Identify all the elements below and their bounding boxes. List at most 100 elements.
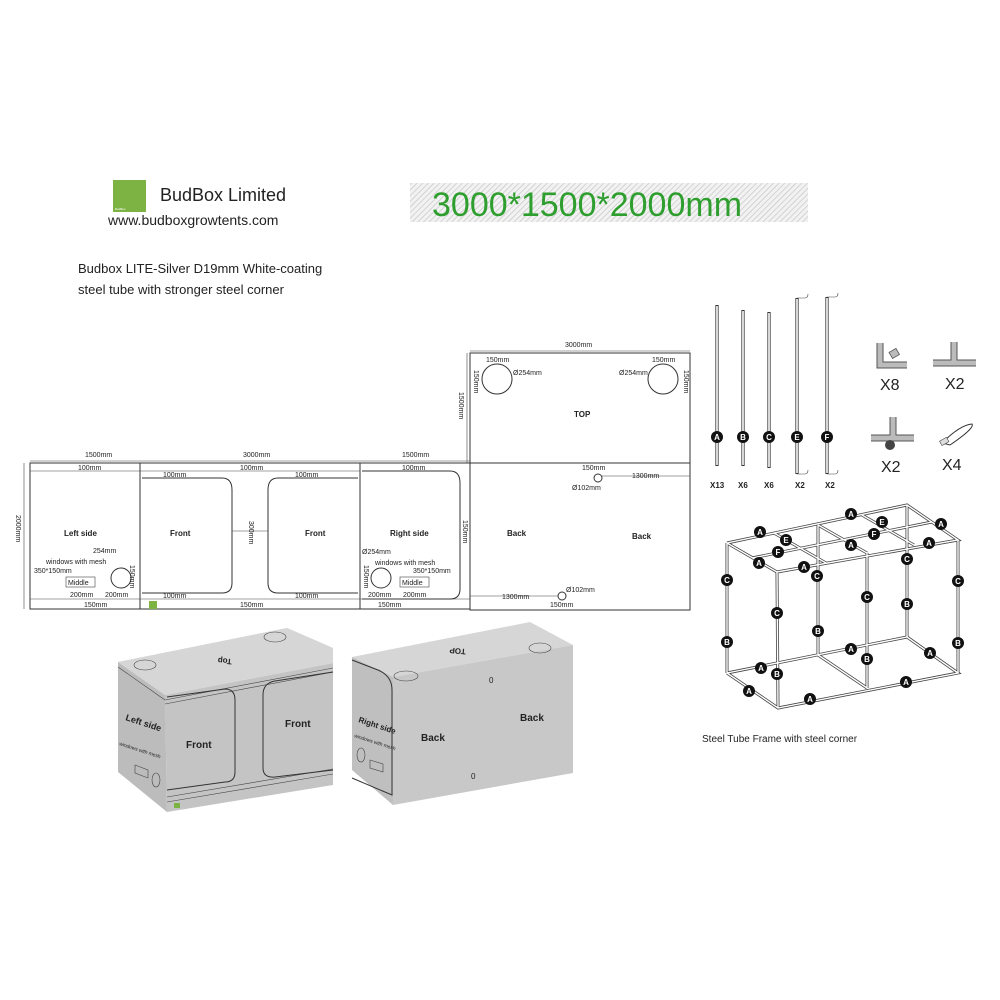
dim-front-tl: 100mm [163, 472, 187, 479]
corner-connector-qty: X8 [880, 377, 900, 394]
dim-top-d2: 150mm [472, 370, 479, 394]
title-banner [410, 183, 808, 222]
back-port-bottom [557, 591, 567, 601]
right-window-label: windows with mesh [374, 560, 435, 567]
svg-text:A: A [938, 520, 944, 529]
top-vent-circle-1 [481, 363, 513, 395]
cross-connector-qty: X2 [881, 459, 901, 476]
dim-left-width: 1500mm [85, 452, 112, 459]
left-window-size: 350*150mm [34, 568, 72, 575]
svg-text:B: B [864, 655, 870, 664]
dim-right-band-bottom: 150mm [378, 602, 402, 609]
dim-right-vent-edge: 150mm [362, 565, 369, 589]
dim-back-d-top: 150mm [582, 465, 606, 472]
dim-back-vent-top: Ø102mm [572, 485, 601, 492]
svg-text:B: B [774, 670, 780, 679]
left-vent-circle [110, 567, 132, 589]
green-marker [149, 601, 157, 609]
panel-label-left-side: Left side [64, 529, 97, 538]
box1-front-label-2: Front [285, 719, 311, 730]
strap-qty: X4 [942, 457, 962, 474]
frame-badges: A A A A A A A E E F F C C C C C C B B B … [721, 508, 964, 705]
tube-a-badge: A [711, 431, 723, 443]
dim-left-d2: 200mm [105, 592, 129, 599]
brand-url: www.budboxgrowtents.com [107, 212, 278, 228]
svg-text:A: A [714, 433, 720, 442]
box2-back-label-2: Back [520, 713, 544, 724]
strap-icon [939, 423, 973, 447]
right-vent-circle [370, 567, 392, 589]
box1-green-marker [174, 803, 180, 808]
svg-text:B: B [955, 639, 961, 648]
svg-text:A: A [848, 645, 854, 654]
tube-a-qty: X13 [710, 481, 725, 490]
svg-text:A: A [903, 678, 909, 687]
svg-text:A: A [757, 528, 763, 537]
dim-left-band-bottom: 150mm [84, 602, 108, 609]
svg-text:A: A [758, 664, 764, 673]
tube-c-badge: C [763, 431, 775, 443]
tube-f: F X2 [821, 292, 839, 490]
dim-right-edge: 150mm [461, 520, 468, 544]
panel-label-top: TOP [574, 410, 591, 419]
panel-label-front-1: Front [170, 529, 191, 538]
svg-text:A: A [848, 510, 854, 519]
dim-top-d4: 150mm [682, 370, 689, 394]
box2-back-label-1: Back [421, 733, 445, 744]
dim-top-vent-2: Ø254mm [619, 370, 648, 377]
svg-text:B: B [904, 600, 910, 609]
svg-text:C: C [814, 572, 820, 581]
svg-text:C: C [955, 577, 961, 586]
dim-top-d3: 150mm [652, 357, 676, 364]
tube-f-badge: F [821, 431, 833, 443]
svg-text:A: A [927, 649, 933, 658]
parts-tubes: A X13 B X6 C X6 E X2 F X2 [710, 292, 839, 490]
box2-top-vent-2 [528, 642, 552, 654]
svg-text:A: A [926, 539, 932, 548]
svg-text:A: A [848, 541, 854, 550]
svg-text:C: C [766, 433, 772, 442]
dim-front-bl: 100mm [163, 593, 187, 600]
svg-text:E: E [783, 536, 789, 545]
t-connector-icon [933, 342, 976, 367]
brand-name: BudBox Limited [160, 185, 286, 205]
box-view-back: TOP Right side windows with mesh Back Ba… [351, 622, 573, 805]
tube-c-qty: X6 [764, 481, 774, 490]
brand-header: BudBox BudBox Limited www.budboxgrowtent… [107, 180, 286, 228]
dim-top-d1: 150mm [486, 357, 510, 364]
dim-height: 2000mm [14, 515, 21, 542]
box-view-front: Top Front Front Left side windows with m… [117, 628, 334, 812]
tube-b-badge: B [737, 431, 749, 443]
dim-right-band-top: 100mm [402, 465, 426, 472]
parts-fittings: X8 X2 X2 X4 [871, 342, 976, 476]
box2-port-1: 0 [489, 676, 494, 685]
svg-text:F: F [872, 530, 877, 539]
box1-front-label-1: Front [186, 740, 212, 751]
tube-e-badge: E [791, 431, 803, 443]
dim-back-offset-top: 1300mm [632, 473, 659, 480]
tube-b-qty: X6 [738, 481, 748, 490]
svg-text:E: E [879, 518, 885, 527]
panel-label-back-1: Back [507, 529, 527, 538]
t-connector-qty: X2 [945, 376, 965, 393]
box2-top-vent-1 [393, 670, 419, 682]
page-title: 3000*1500*2000mm [432, 186, 742, 224]
tube-b: B X6 [737, 310, 749, 490]
left-window-label: windows with mesh [45, 559, 106, 566]
dim-front-band-bottom: 150mm [240, 602, 264, 609]
svg-text:A: A [746, 687, 752, 696]
dim-front-band-top: 100mm [240, 465, 264, 472]
panel-label-front-2: Front [305, 529, 326, 538]
dim-top-width: 3000mm [565, 342, 592, 349]
svg-text:C: C [864, 593, 870, 602]
dim-top-depth: 1500mm [457, 392, 464, 419]
box1-top-vent-1 [133, 659, 157, 671]
svg-text:E: E [794, 433, 800, 442]
left-middle-label: Middle [68, 580, 89, 587]
svg-text:B: B [740, 433, 746, 442]
top-vent-circle-2 [647, 363, 679, 395]
svg-text:A: A [807, 695, 813, 704]
dim-left-d1: 200mm [70, 592, 94, 599]
svg-text:F: F [776, 548, 781, 557]
